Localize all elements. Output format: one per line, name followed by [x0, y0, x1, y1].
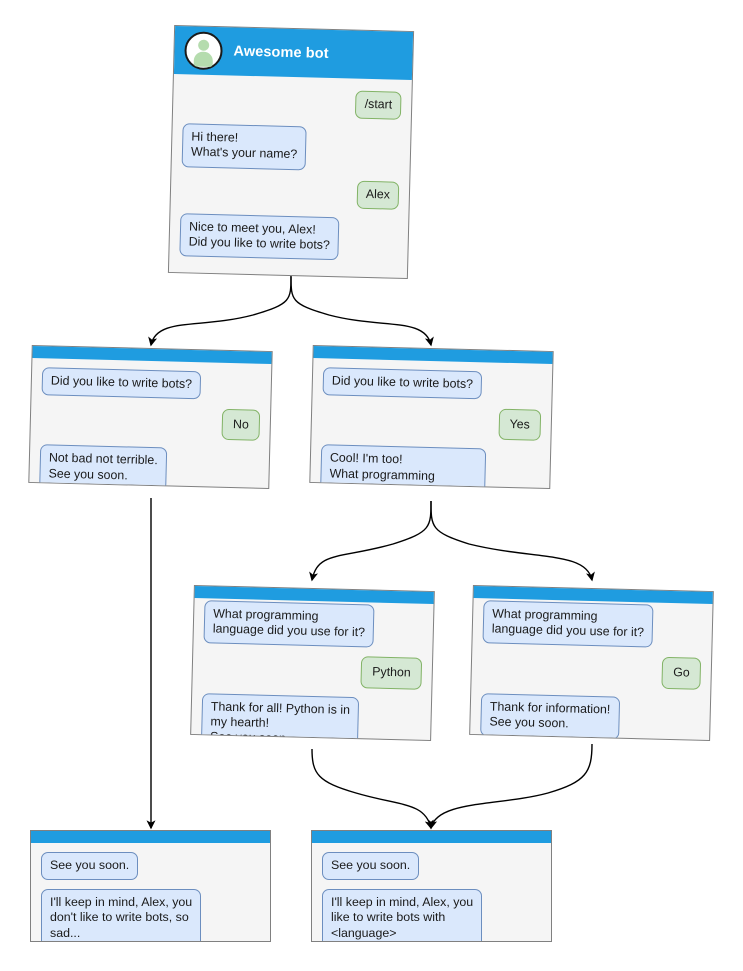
bot-message-bubble: I'll keep in mind, Alex, you like to wri… — [322, 889, 483, 941]
message-row: See you soon. — [41, 852, 260, 881]
message-row: Nice to meet you, Alex! Did you like to … — [179, 213, 398, 262]
message-row: Did you like to write bots? — [322, 367, 543, 401]
message-row: Thank for information! See you soon. — [480, 692, 700, 740]
node-python-branch[interactable]: What programming language did you use fo… — [190, 584, 435, 742]
bot-message-bubble: What programming language did you use fo… — [482, 600, 654, 648]
message-row: Cool! I'm too! What programming language… — [319, 444, 540, 489]
bot-message-bubble: Did you like to write bots? — [322, 367, 483, 400]
bot-message-bubble: Did you like to write bots? — [41, 367, 202, 400]
bot-message-bubble: Not bad not terrible. See you soon. — [39, 444, 168, 489]
message-row: Did you like to write bots? — [41, 367, 262, 401]
message-row: I'll keep in mind, Alex, you don't like … — [41, 889, 260, 941]
message-row: See you soon. — [322, 852, 541, 881]
message-row: No — [40, 404, 261, 442]
message-row: Not bad not terrible. See you soon. — [39, 444, 259, 489]
node-go-branch[interactable]: What programming language did you use fo… — [469, 584, 714, 742]
message-row: Thank for all! Python is in my hearth! S… — [200, 692, 421, 741]
user-message-bubble: Go — [661, 657, 702, 690]
chat-transcript-python-branch: What programming language did you use fo… — [191, 598, 433, 741]
bot-message-bubble: I'll keep in mind, Alex, you don't like … — [41, 889, 202, 941]
bot-message-bubble: Cool! I'm too! What programming language… — [319, 444, 487, 489]
edge-root-to-no — [148, 275, 292, 347]
node-no-branch[interactable]: Did you like to write bots? No Not bad n… — [28, 344, 273, 490]
message-row: Python — [202, 653, 423, 690]
bot-message-bubble: Thank for all! Python is in my hearth! S… — [200, 692, 360, 741]
node-root[interactable]: Awesome bot /start Hi there! What's your… — [167, 25, 415, 279]
user-message-bubble: /start — [355, 90, 402, 120]
user-message-bubble: No — [221, 409, 261, 442]
edge-yes-to-go — [430, 500, 595, 582]
edge-yes-to-python — [309, 500, 432, 582]
message-row: What programming language did you use fo… — [203, 600, 423, 649]
chat-transcript-root: /start Hi there! What's your name? Alex … — [169, 74, 412, 278]
node-yes-branch[interactable]: Did you like to write bots? Yes Cool! I'… — [309, 344, 554, 490]
message-row: Go — [481, 653, 702, 690]
chat-transcript-end-sad: See you soon. I'll keep in mind, Alex, y… — [31, 843, 270, 941]
bot-message-bubble: Nice to meet you, Alex! Did you like to … — [179, 213, 340, 261]
message-row: Hi there! What's your name? — [181, 123, 401, 172]
message-row: /start — [183, 86, 402, 120]
user-message-bubble: Alex — [356, 180, 400, 210]
edge-go-to-end-happy — [428, 743, 593, 830]
message-row: Yes — [321, 404, 542, 442]
bot-message-bubble: See you soon. — [322, 852, 420, 881]
chat-transcript-go-branch: What programming language did you use fo… — [470, 598, 712, 740]
node-header-root: Awesome bot — [173, 26, 414, 81]
bot-message-bubble: See you soon. — [41, 852, 139, 881]
chat-transcript-end-happy: See you soon. I'll keep in mind, Alex, y… — [312, 843, 551, 941]
bot-message-bubble: What programming language did you use fo… — [203, 600, 375, 648]
chat-transcript-yes-branch: Did you like to write bots? Yes Cool! I'… — [310, 358, 552, 489]
node-header-end-happy — [312, 831, 551, 843]
edge-root-to-yes — [290, 275, 434, 347]
message-row: I'll keep in mind, Alex, you like to wri… — [322, 889, 541, 941]
edge-python-to-end-happy — [311, 748, 434, 830]
bot-name-label: Awesome bot — [233, 43, 329, 62]
bot-message-bubble: Thank for information! See you soon. — [480, 692, 620, 740]
user-avatar-icon — [184, 31, 224, 71]
message-row: Alex — [181, 176, 400, 210]
bot-message-bubble: Hi there! What's your name? — [181, 123, 308, 170]
node-end-sad[interactable]: See you soon. I'll keep in mind, Alex, y… — [30, 830, 271, 942]
node-header-end-sad — [31, 831, 270, 843]
user-message-bubble: Yes — [498, 408, 542, 442]
message-row: What programming language did you use fo… — [482, 600, 702, 649]
node-end-happy[interactable]: See you soon. I'll keep in mind, Alex, y… — [311, 830, 552, 942]
user-message-bubble: Python — [360, 656, 423, 690]
chat-transcript-no-branch: Did you like to write bots? No Not bad n… — [29, 358, 271, 489]
